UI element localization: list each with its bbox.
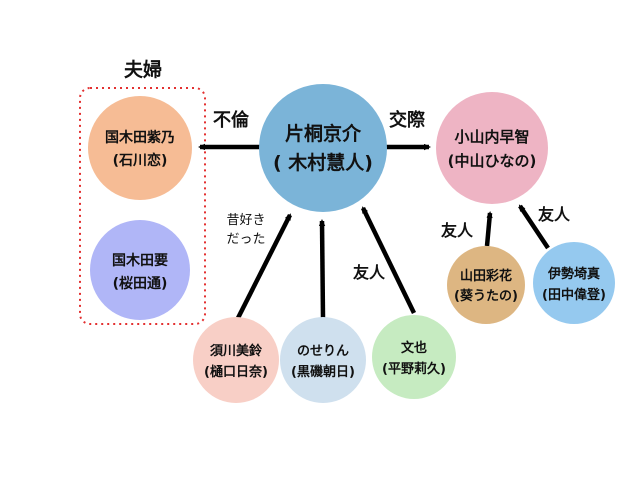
node-center-role: 片桐京介 xyxy=(285,122,362,145)
affair-label: 不倫 xyxy=(213,109,250,131)
node-wife-role: 国木田紫乃 xyxy=(105,129,175,146)
couple-group-border xyxy=(79,87,206,325)
bunya-friend-label: 友人 xyxy=(353,263,386,282)
node-friend-bunya-circle xyxy=(372,315,456,399)
liked-label-line2: だった xyxy=(226,232,265,247)
node-friend-yamada-actor: (葵うたの) xyxy=(454,288,518,304)
node-wife: 国木田紫乃 (石川恋) xyxy=(88,96,192,200)
node-ex-actor: (樋口日奈) xyxy=(204,364,268,380)
node-lover-role: 小山内早智 xyxy=(454,128,529,146)
node-husband: 国木田要 (桜田通) xyxy=(90,220,190,320)
node-lover: 小山内早智 (中山ひなの) xyxy=(436,92,548,204)
yamada-friend-arrow xyxy=(484,211,493,247)
node-center-actor: ( 木村慧人) xyxy=(273,151,373,174)
node-friend-ise-actor: (田中偉登) xyxy=(542,287,606,303)
bunya-friend-arrow xyxy=(360,206,417,314)
node-friend-yamada-role: 山田彩花 xyxy=(460,268,512,284)
yamada-friend-label: 友人 xyxy=(441,221,474,240)
liked-label-line1: 昔好き xyxy=(226,213,265,228)
node-ex-circle xyxy=(193,317,279,403)
node-wife-actor: (石川恋) xyxy=(113,152,168,169)
ise-friend-label: 友人 xyxy=(538,205,571,224)
node-ex: 須川美鈴 (樋口日奈) xyxy=(193,317,279,403)
node-friend-noseri-actor: (黒磯朝日) xyxy=(291,364,355,380)
node-ex-role: 須川美鈴 xyxy=(209,343,263,359)
node-husband-actor: (桜田通) xyxy=(113,275,168,292)
couple-group-label: 夫婦 xyxy=(124,58,162,81)
node-center: 片桐京介 ( 木村慧人) xyxy=(259,84,387,212)
node-husband-role: 国木田要 xyxy=(112,252,168,269)
dating-label: 交際 xyxy=(389,109,426,131)
node-friend-ise-role: 伊勢埼真 xyxy=(547,266,600,282)
node-friend-noseri: のせりん (黒磯朝日) xyxy=(280,317,366,403)
node-friend-ise-circle xyxy=(533,242,615,324)
ise-friend-arrow xyxy=(518,204,550,250)
node-friend-bunya: 文也 (平野莉久) xyxy=(372,315,456,399)
node-friend-bunya-actor: (平野莉久) xyxy=(382,361,446,377)
node-lover-actor: (中山ひなの) xyxy=(448,152,537,170)
ex-liked-arrow xyxy=(235,213,293,320)
node-friend-yamada-circle xyxy=(447,246,525,324)
node-friend-noseri-role: のせりん xyxy=(297,344,349,359)
node-husband-circle xyxy=(90,220,190,320)
noseri-friend-arrow xyxy=(318,219,326,319)
node-center-circle xyxy=(259,84,387,212)
node-friend-ise: 伊勢埼真 (田中偉登) xyxy=(533,242,615,324)
node-lover-circle xyxy=(436,92,548,204)
node-friend-noseri-circle xyxy=(280,317,366,403)
node-wife-circle xyxy=(88,96,192,200)
node-friend-yamada: 山田彩花 (葵うたの) xyxy=(447,246,525,324)
node-friend-bunya-role: 文也 xyxy=(401,340,427,356)
